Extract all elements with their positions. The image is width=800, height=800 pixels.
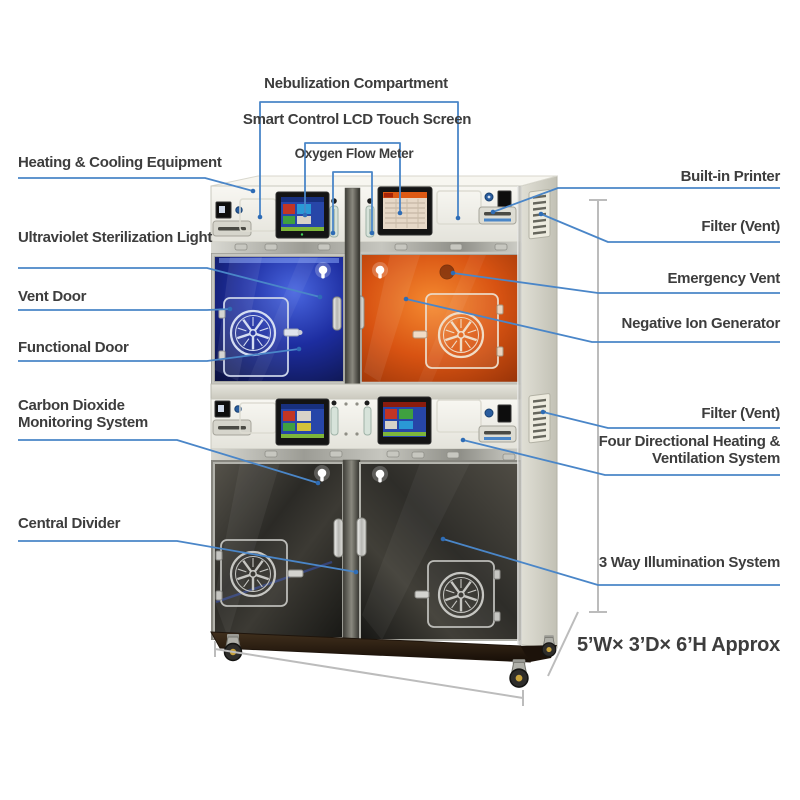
oxygen-flow-meter-lower: [330, 400, 372, 436]
callout-emergency-vent: Emergency Vent: [667, 270, 780, 287]
door-handle: [356, 517, 367, 557]
cabinet-top-surface: [210, 175, 558, 187]
width-dimension-line: [214, 648, 524, 699]
leader-built-in-printer: [492, 187, 780, 213]
callout-uv-sterilization: Ultraviolet Sterilization Light: [18, 229, 213, 246]
upper-control-panel: [210, 185, 522, 243]
leader-negative-ion: [405, 298, 780, 343]
uv-sterilization-light: [219, 258, 339, 263]
depth-dimension-line: [547, 611, 579, 677]
built-in-printer: [478, 206, 517, 225]
cabinet-base: [210, 631, 557, 688]
lcd-touch-screen-lower-left: [275, 398, 330, 446]
lower-compartments: [211, 459, 521, 641]
dimension-lines: [214, 199, 607, 706]
callout-co2-monitoring: Carbon Dioxide Monitoring System: [18, 397, 148, 431]
dimension-note: 5’W× 3’D× 6’H Approx: [577, 634, 781, 656]
lcd-touch-screen-left: [275, 191, 330, 239]
callout-nebulization-compartment: Nebulization Compartment: [264, 75, 448, 92]
vent-door-orange: [412, 293, 504, 369]
leader-emergency-vent: [452, 272, 780, 294]
corner-trim: [517, 186, 522, 646]
lcd-touch-screen-right: [377, 186, 433, 236]
bracket-smart-control: [304, 142, 401, 215]
door-latch: [283, 328, 300, 337]
bracket-nebulization: [259, 101, 459, 218]
leader-heating-cooling: [18, 177, 254, 192]
door-handle: [332, 296, 342, 331]
power-button: [235, 206, 243, 214]
callout-built-in-printer: Built-in Printer: [680, 168, 781, 185]
callout-negative-ion-generator: Negative Ion Generator: [621, 315, 781, 332]
callout-heating-cooling: Heating & Cooling Equipment: [18, 154, 222, 171]
mid-band: [210, 383, 522, 400]
cabinet: [210, 175, 558, 688]
upper-compartments: [211, 187, 522, 385]
vent-door-lower-right: [414, 560, 501, 628]
stainless-door-right: [356, 462, 520, 641]
side-filter-vent-lower: [527, 392, 552, 445]
lcd-touch-screen-lower-right: [377, 396, 432, 445]
power-button: [484, 408, 494, 418]
callout-four-directional-heating: Four Directional Heating & Ventilation S…: [598, 433, 781, 467]
leader-functional-door: [18, 348, 300, 362]
callout-filter-vent-upper: Filter (Vent): [701, 218, 780, 235]
door-latch: [287, 569, 304, 578]
leader-vent-door: [18, 308, 231, 311]
callout-filter-vent-lower: Filter (Vent): [701, 405, 780, 422]
leader-filter-vent-upper: [540, 213, 780, 243]
leader-lines: [18, 101, 780, 586]
leader-three-way-illumination: [442, 538, 780, 586]
caster-wheel: [541, 634, 557, 658]
leader-filter-vent-lower: [542, 411, 780, 429]
leader-dots: [227, 188, 546, 575]
door-handle: [333, 518, 344, 558]
caster-wheel: [223, 633, 243, 662]
callout-central-divider: Central Divider: [18, 515, 121, 532]
bracket-oxygen-flow: [332, 171, 373, 233]
callout-smart-control-lcd: Smart Control LCD Touch Screen: [242, 111, 472, 128]
leader-four-directional: [462, 439, 780, 476]
door-latch: [412, 330, 428, 339]
lower-control-panel: [210, 396, 522, 450]
hinge-rail: [211, 242, 521, 253]
hinge-rail: [211, 449, 521, 460]
callout-functional-door: Functional Door: [18, 339, 129, 356]
built-in-printer-lower: [478, 425, 517, 443]
callout-oxygen-flow-meter: Oxygen Flow Meter: [294, 146, 414, 161]
upper-center-post: [344, 187, 361, 385]
mini-display: [497, 404, 512, 423]
leader-central-divider: [18, 540, 357, 573]
caster-wheel: [509, 658, 529, 688]
leader-uv-light: [18, 267, 321, 298]
callout-vent-door: Vent Door: [18, 288, 87, 305]
leader-co2-monitoring: [18, 439, 319, 484]
door-latch: [414, 590, 430, 599]
callout-three-way-illumination: 3 Way Illumination System: [598, 554, 780, 571]
orange-compartment: [355, 251, 522, 385]
